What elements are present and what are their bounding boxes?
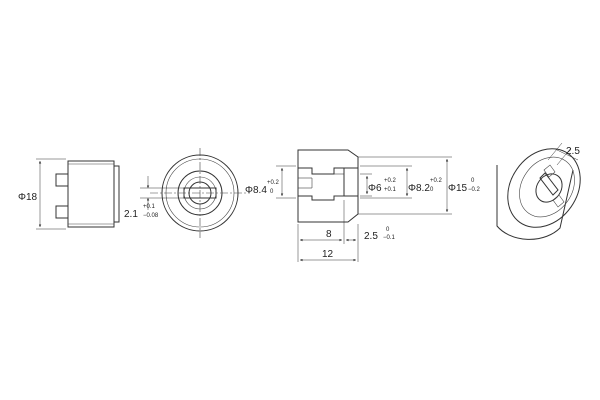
isometric-view: 2.5 xyxy=(496,142,581,240)
side-key-top xyxy=(55,173,69,187)
dim-len-2-5-tol-upper: 0 xyxy=(386,227,390,233)
front-view: 2.1 +0.1 −0.08 xyxy=(124,148,250,238)
dim-2-1: 2.1 xyxy=(124,209,138,220)
section-view: Φ8.4 +0.2 0 Φ6 +0.2 +0.1 Φ8.2 +0.2 0 Φ15… xyxy=(245,149,481,262)
dim-len-2-5-tol-lower: −0.1 xyxy=(383,235,396,241)
dim-phi8-4-tol-lower: 0 xyxy=(270,189,274,195)
dim-phi8-2: Φ8.2 xyxy=(408,183,430,194)
dim-len-2-5: 2.5 xyxy=(364,231,378,242)
dim-phi8-2-tol-upper: +0.2 xyxy=(430,178,443,184)
side-view: Φ18 xyxy=(18,158,120,230)
dim-len-12: 12 xyxy=(322,249,334,260)
dim-phi6-tol-upper: +0.2 xyxy=(384,178,397,184)
dim-phi15: Φ15 xyxy=(448,183,468,194)
dim-2-1-tol-lower: −0.08 xyxy=(143,213,159,219)
dim-phi15-tol-lower: −0.2 xyxy=(468,187,481,193)
section-upper-wall xyxy=(297,149,359,175)
side-flange xyxy=(113,165,120,223)
iso-keyway xyxy=(539,172,559,196)
dim-iso-2-5: 2.5 xyxy=(566,146,580,157)
dim-2-1-tol-upper: +0.1 xyxy=(143,204,156,210)
iso-front-face xyxy=(507,148,581,228)
side-key-bottom xyxy=(55,205,69,219)
side-body xyxy=(67,160,115,228)
dim-phi8-4: Φ8.4 xyxy=(245,185,267,196)
iso-body xyxy=(496,165,574,240)
section-lower-wall xyxy=(297,195,359,223)
iso-bore xyxy=(535,173,563,203)
dim-phi8-2-tol-lower: 0 xyxy=(430,187,434,193)
dim-phi18: Φ18 xyxy=(18,192,38,203)
dim-len-8: 8 xyxy=(326,229,332,240)
dim-phi15-tol-upper: 0 xyxy=(471,178,475,184)
dim-phi8-4-tol-upper: +0.2 xyxy=(267,180,280,186)
dim-phi6: Φ6 xyxy=(368,183,382,194)
dim-phi6-tol-lower: +0.1 xyxy=(384,187,397,193)
